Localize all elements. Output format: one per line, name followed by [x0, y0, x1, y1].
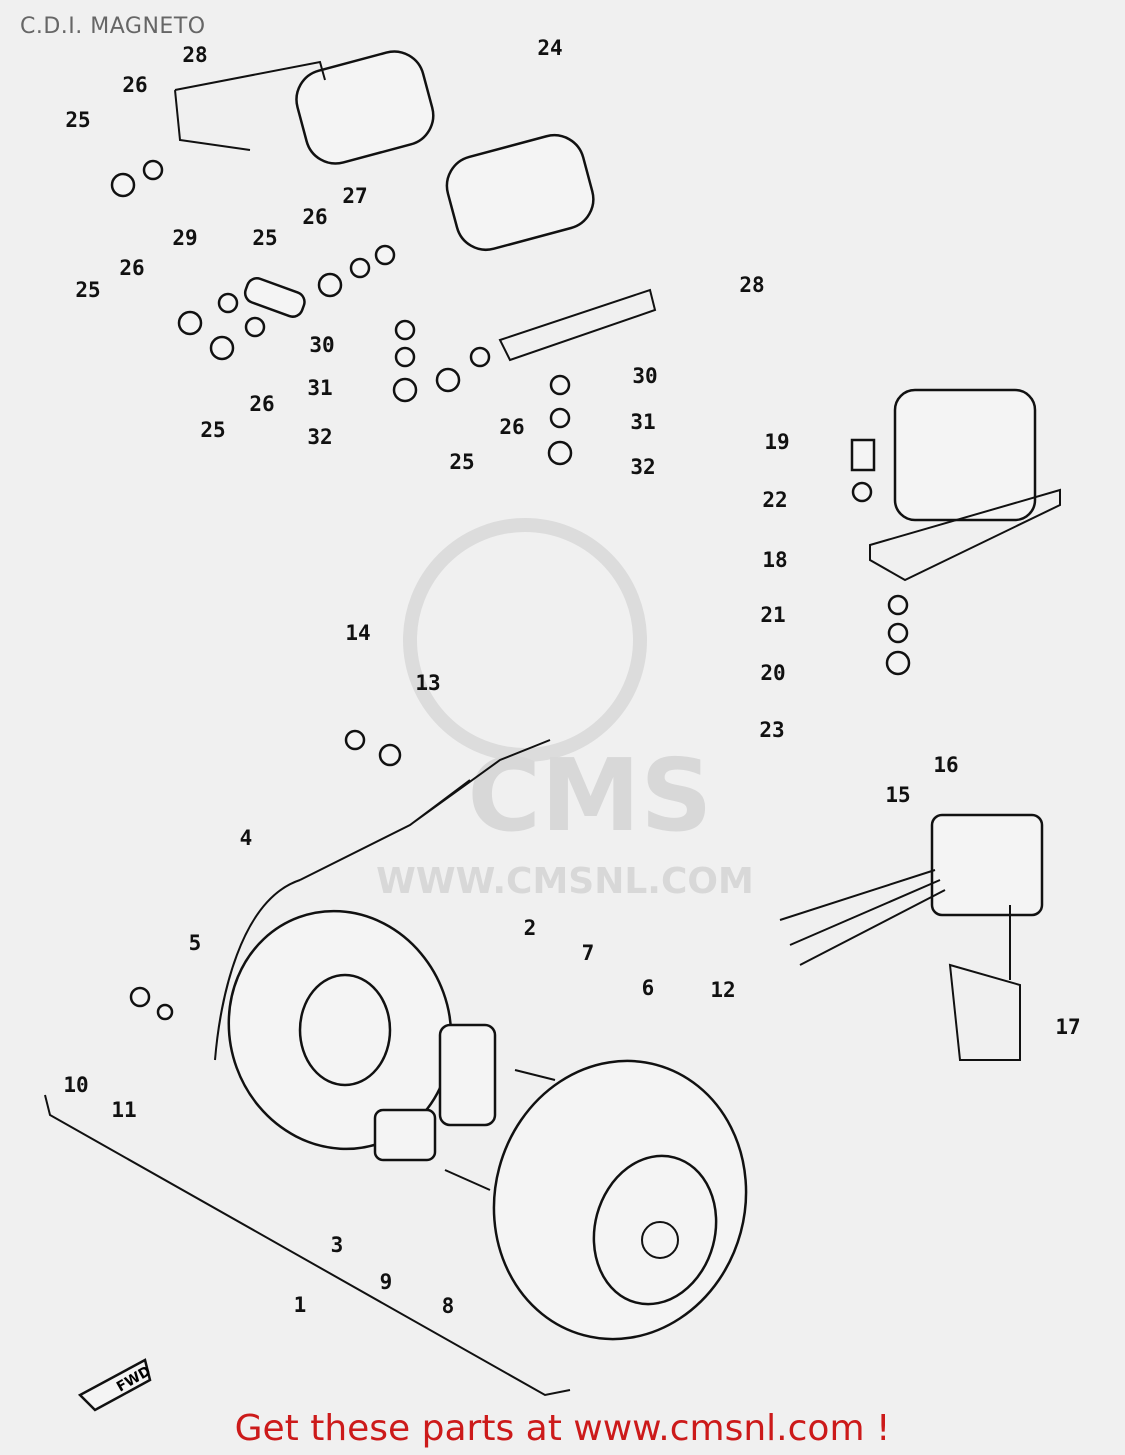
callout-18: 30 — [632, 364, 657, 388]
callout-42: 8 — [442, 1294, 455, 1318]
callout-16: 25 — [449, 450, 474, 474]
callout-33: 7 — [582, 941, 595, 965]
callout-41: 9 — [380, 1270, 393, 1294]
callout-30: 15 — [885, 783, 910, 807]
callout-26: 23 — [759, 718, 784, 742]
callout-24: 21 — [760, 603, 785, 627]
flywheel — [492, 1059, 748, 1341]
callout-21: 19 — [764, 430, 789, 454]
callout-25: 20 — [760, 661, 785, 685]
callout-29: 16 — [933, 753, 958, 777]
callout-40: 3 — [331, 1233, 344, 1257]
callout-36: 5 — [189, 931, 202, 955]
callout-37: 10 — [63, 1073, 88, 1097]
watermark-brand: CMS — [468, 737, 713, 854]
callout-10: 28 — [739, 273, 764, 297]
voltage-regulator — [850, 388, 1061, 676]
small-hardware — [110, 159, 573, 466]
footer-link[interactable]: Get these parts at www.cmsnl.com ! — [234, 1408, 891, 1449]
callout-2: 25 — [65, 108, 90, 132]
callout-6: 29 — [172, 226, 197, 250]
stator-assembly — [129, 729, 556, 1191]
callout-5: 26 — [302, 205, 327, 229]
callout-35: 12 — [710, 978, 735, 1002]
callout-15: 25 — [200, 418, 225, 442]
callout-20: 32 — [630, 455, 655, 479]
callout-7: 25 — [252, 226, 277, 250]
callout-43: 1 — [294, 1293, 307, 1317]
callout-38: 11 — [111, 1098, 136, 1122]
watermark-url: WWW.CMSNL.COM — [376, 861, 754, 902]
callout-8: 26 — [119, 256, 144, 280]
cdi-unit — [779, 813, 1044, 1061]
diagram-title: C.D.I. MAGNETO — [20, 14, 206, 39]
fwd-arrow: FWD — [77, 1358, 154, 1412]
watermark: CMS WWW.CMSNL.COM — [376, 518, 754, 902]
callout-19: 31 — [630, 410, 655, 434]
callout-32: 2 — [524, 916, 537, 940]
base-line — [44, 1094, 571, 1397]
callout-17: 26 — [499, 415, 524, 439]
callout-9: 25 — [75, 278, 100, 302]
starter-relay-upper — [174, 50, 435, 165]
callout-3: 24 — [537, 36, 562, 60]
callout-11: 30 — [309, 333, 334, 357]
callout-27: 14 — [345, 621, 370, 645]
callout-23: 18 — [762, 548, 787, 572]
callout-1: 26 — [122, 73, 147, 97]
callout-0: 28 — [182, 43, 207, 67]
callout-31: 4 — [240, 826, 253, 850]
callout-39: 17 — [1055, 1015, 1080, 1039]
callout-4: 27 — [342, 184, 367, 208]
callout-12: 31 — [307, 376, 332, 400]
starter-relay-lower — [445, 133, 657, 362]
callout-14: 26 — [249, 392, 274, 416]
callout-22: 22 — [762, 488, 787, 512]
callout-34: 6 — [642, 976, 655, 1000]
callout-28: 13 — [415, 671, 440, 695]
callout-13: 32 — [307, 425, 332, 449]
